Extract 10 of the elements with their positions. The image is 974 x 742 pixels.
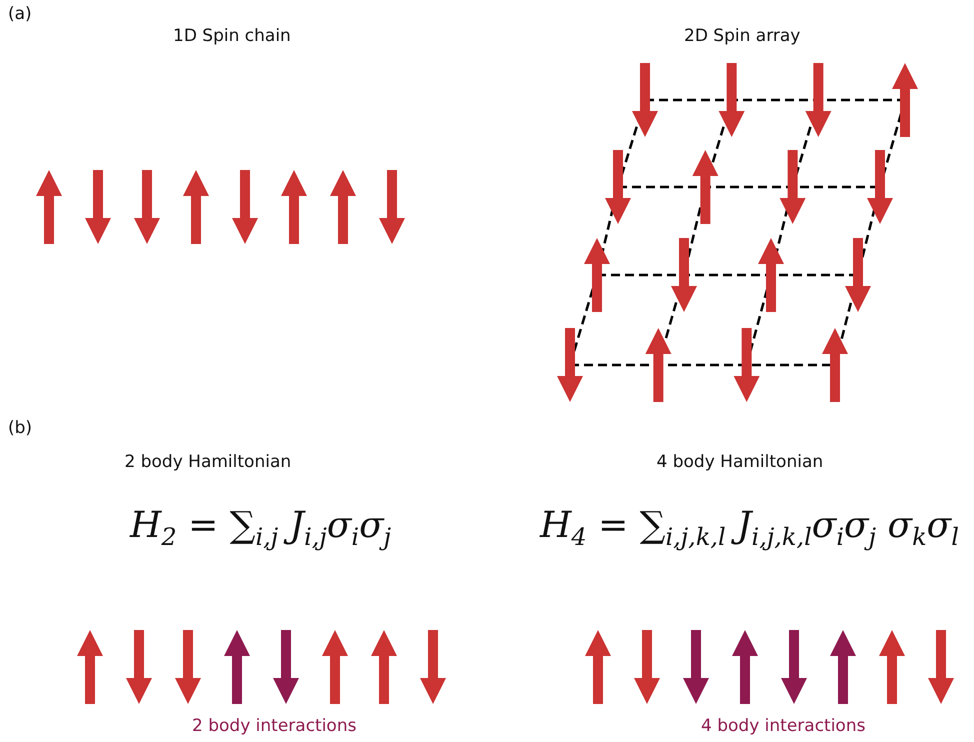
equation: H$_{2}$ = ∑$_{i,j}$ J$_{i,j}$σ$_{i}$σ$_{j}$ — [130, 505, 392, 552]
panel-label: (b) — [8, 418, 32, 438]
panel-label: (a) — [8, 4, 32, 24]
chart-title: 2D Spin array — [684, 26, 800, 46]
equation: H$_{4}$ = ∑$_{i,j,k,l}$ J$_{i,j,k,l}$σ$_{i}$σ$_{j}$ σ$_{k}$σ$_{l}$ — [540, 505, 959, 552]
section-title: 2 body Hamiltonian — [124, 452, 292, 472]
caption: 2 body interactions — [192, 716, 356, 736]
caption: 4 body interactions — [701, 716, 866, 736]
chart-title: 1D Spin chain — [173, 26, 291, 46]
section-title: 4 body Hamiltonian — [656, 452, 824, 472]
